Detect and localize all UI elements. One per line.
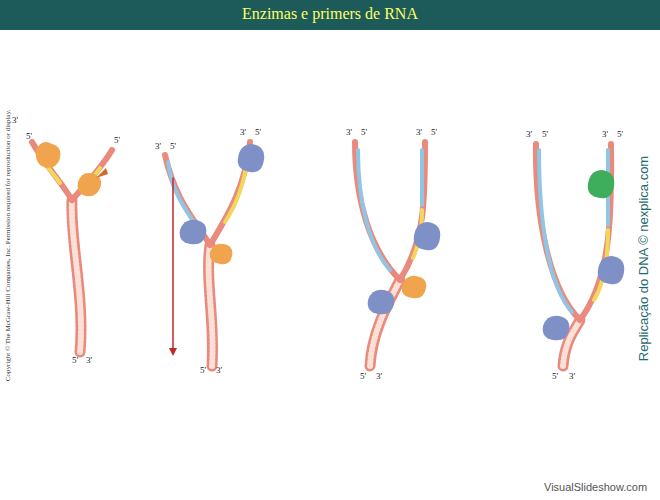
strand-end-label: 3'	[155, 142, 161, 151]
footer-credit: VisualSlideshow.com	[544, 482, 647, 493]
strand-end-label: 5'	[26, 132, 32, 141]
strand-end-label: 5'	[72, 356, 78, 365]
strand-end-label: 5'	[114, 136, 120, 145]
strand-end-label: 3'	[346, 128, 352, 137]
strand-end-label: 3'	[569, 372, 575, 381]
strand-end-label: 3'	[416, 128, 422, 137]
copyright-note: Copyright © The McGraw-Hill Companies, I…	[5, 109, 12, 380]
strand-end-label: 5'	[542, 130, 548, 139]
strand-end-label: 5'	[617, 130, 623, 139]
strand-end-label: 3'	[526, 130, 532, 139]
strand-end-label: 5'	[552, 372, 558, 381]
strand-end-label: 5'	[170, 142, 176, 151]
strand-end-label: 3'	[376, 372, 382, 381]
strand-end-label: 5'	[361, 128, 367, 137]
watermark: Replicação do DNA © nexplica.com	[637, 155, 650, 360]
strand-end-label: 5'	[431, 128, 437, 137]
strand-end-label: 3'	[216, 366, 222, 375]
strand-end-label: 5'	[255, 128, 261, 137]
strand-end-label: 5'	[200, 366, 206, 375]
strand-end-label: 3'	[86, 356, 92, 365]
slide-title: Enzimas e primers de RNA	[0, 5, 660, 23]
strand-end-label: 5'	[360, 372, 366, 381]
strand-end-label: 3'	[12, 116, 18, 125]
strand-end-label: 3'	[240, 128, 246, 137]
strand-end-label: 3'	[602, 130, 608, 139]
